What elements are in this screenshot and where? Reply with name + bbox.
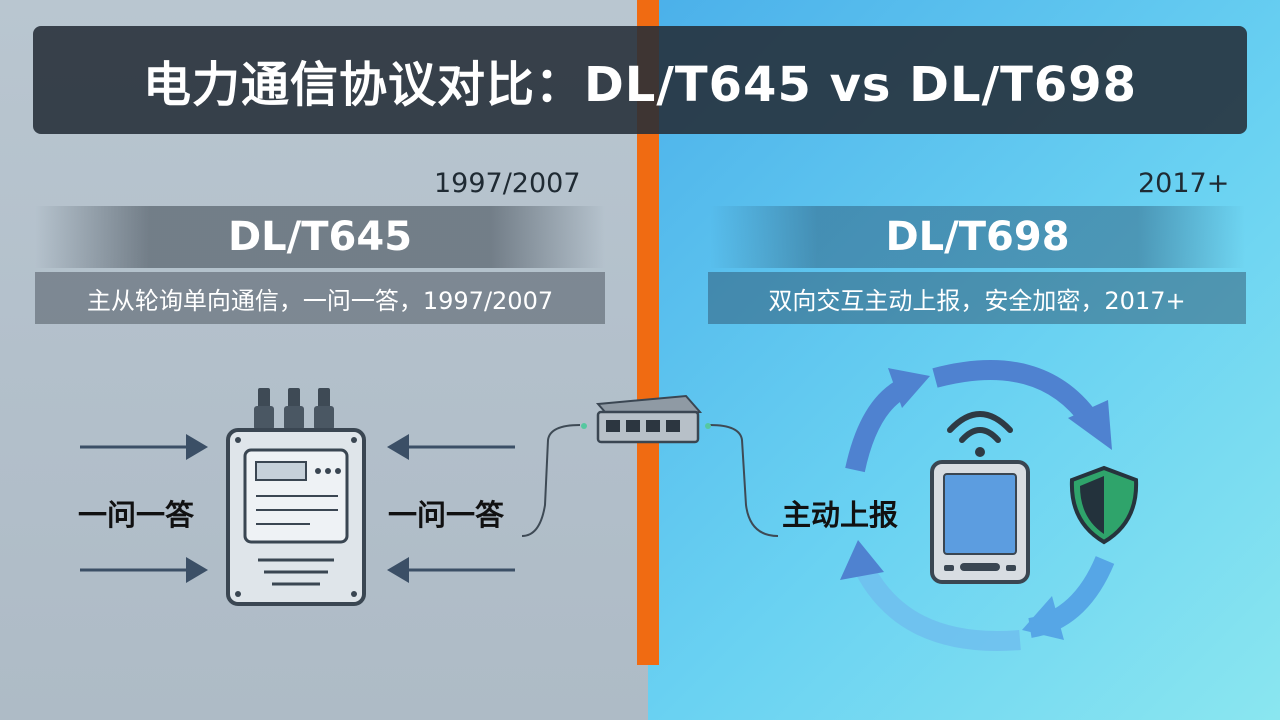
right-year: 2017+ (1138, 168, 1230, 199)
wifi-icon (947, 411, 1013, 457)
left-description-text: 主从轮询单向通信，一问一答，1997/2007 (86, 286, 554, 315)
left-protocol-description: 主从轮询单向通信，一问一答，1997/2007 (35, 272, 605, 324)
left-protocol-header: DL/T645 (35, 206, 605, 268)
center-divider (637, 0, 659, 665)
left-protocol-name: DL/T645 (227, 214, 413, 260)
electricity-meter-icon (226, 388, 366, 606)
active-report-label: 主动上报 (782, 498, 899, 532)
left-request-label: 一问一答 (78, 498, 195, 532)
right-protocol-description: 双向交互主动上报，安全加密，2017+ (708, 272, 1246, 324)
tablet-icon (930, 460, 1030, 584)
cycle-arrows-icon (840, 360, 1115, 651)
right-description-text: 双向交互主动上报，安全加密，2017+ (768, 286, 1186, 315)
request-arrows (80, 434, 515, 583)
title-bar: 电力通信协议对比：DL/T645 vs DL/T698 (33, 26, 1247, 134)
shield-icon (1069, 465, 1139, 545)
right-protocol-header: DL/T698 (710, 206, 1245, 268)
left-year: 1997/2007 (434, 168, 581, 199)
network-switch-icon (581, 394, 711, 444)
page-title: 电力通信协议对比：DL/T645 vs DL/T698 (142, 57, 1138, 113)
right-request-label: 一问一答 (388, 498, 505, 532)
right-protocol-name: DL/T698 (885, 214, 1070, 260)
